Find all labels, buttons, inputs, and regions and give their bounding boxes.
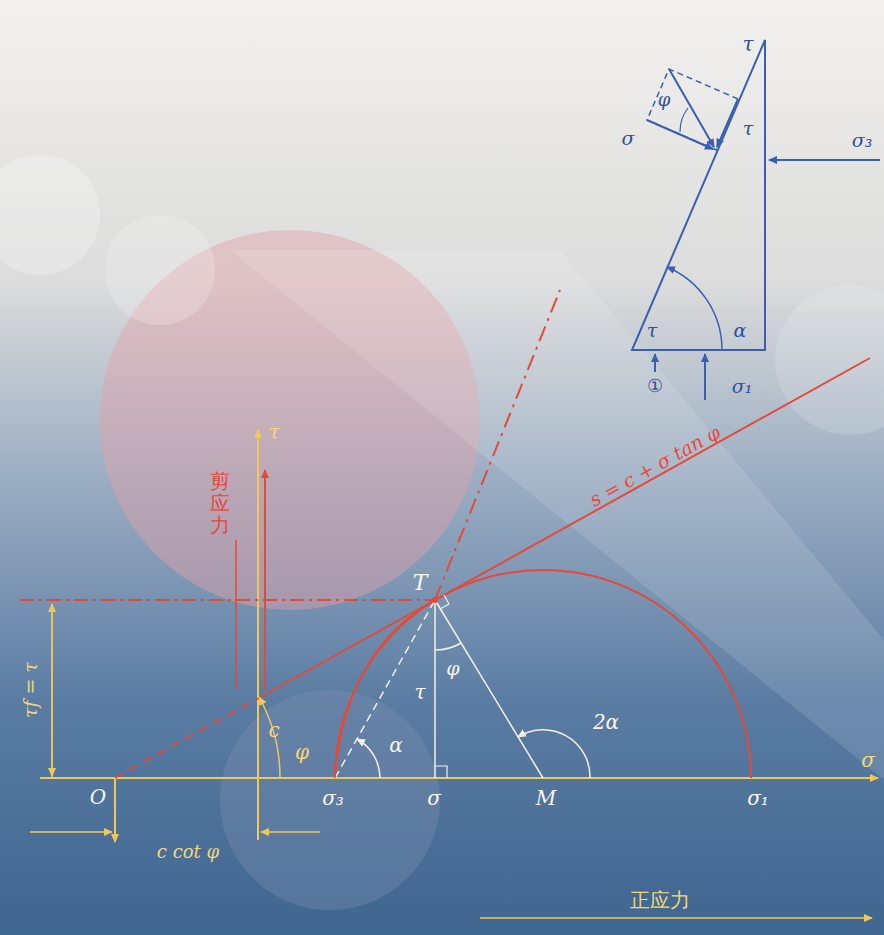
axis-label: σ	[861, 750, 875, 770]
axis-label: τ	[268, 422, 279, 442]
axis-title: 剪应力	[210, 470, 230, 536]
stress-label: τ	[743, 119, 754, 138]
stress-label: σ	[622, 129, 635, 148]
stress-label: σ₁	[732, 377, 753, 396]
angle-label: α	[734, 321, 747, 340]
callout-number: ①	[647, 377, 663, 395]
angle-label: φ	[446, 659, 459, 678]
angle-label: 2α	[593, 712, 619, 732]
stress-label: σ	[427, 788, 441, 808]
axis-title: 正应力	[630, 890, 690, 910]
stress-label: τ	[742, 34, 753, 54]
stress-label: σ₃	[852, 131, 873, 150]
angle-label: α	[389, 735, 403, 755]
dimension-label: c cot φ	[157, 843, 219, 861]
stress-label: τ	[647, 321, 658, 340]
angle-label: φ	[658, 91, 671, 109]
angle-label: φ	[295, 742, 309, 762]
stress-label: σ₁	[747, 788, 769, 808]
intercept-label: c	[268, 720, 279, 740]
height-label: τf = τ	[21, 662, 40, 718]
origin-label: O	[90, 787, 106, 807]
point-label: T	[413, 572, 428, 594]
stress-label: τ	[414, 682, 425, 702]
center-label: M	[536, 788, 556, 808]
stress-label: σ₃	[322, 788, 344, 808]
